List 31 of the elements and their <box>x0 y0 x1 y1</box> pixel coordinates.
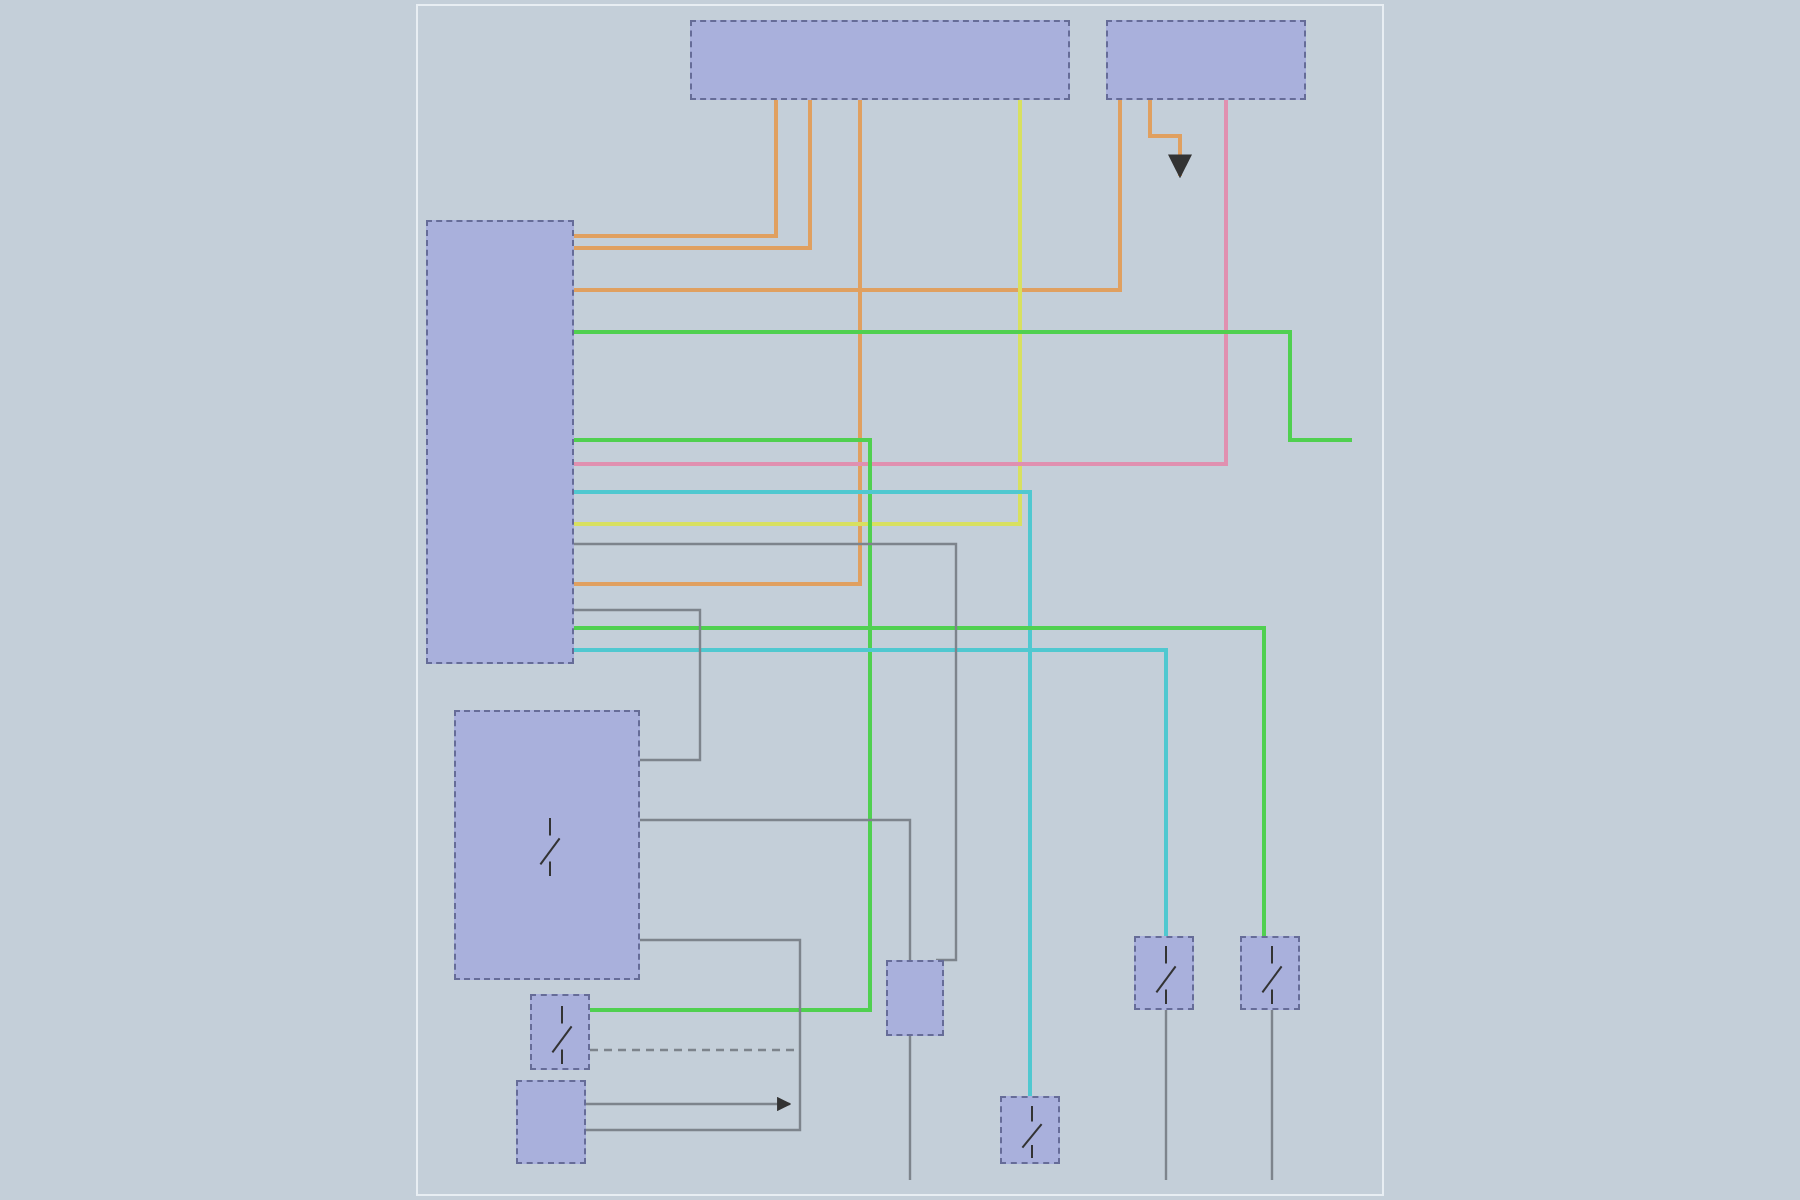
wire <box>574 100 812 250</box>
wire <box>590 1048 800 1052</box>
wire <box>574 608 702 762</box>
component-box <box>886 960 944 1036</box>
wire <box>574 100 778 238</box>
component-box <box>530 994 590 1070</box>
wire <box>574 648 1168 936</box>
wire <box>574 100 1022 526</box>
component-box <box>1134 936 1194 1010</box>
wire <box>1148 100 1192 179</box>
wire <box>586 1096 792 1112</box>
wire <box>1270 1010 1274 1180</box>
wire <box>574 438 872 1012</box>
component-box <box>426 220 574 664</box>
wire <box>574 100 862 586</box>
wire <box>586 938 802 1132</box>
wire <box>574 100 1228 466</box>
wire <box>574 490 1032 1096</box>
wire <box>574 100 1122 292</box>
component-box <box>1240 936 1300 1010</box>
component-box <box>1106 20 1306 100</box>
wire <box>1164 1010 1168 1180</box>
wire <box>908 1036 912 1180</box>
component-box <box>516 1080 586 1164</box>
component-box <box>454 710 640 980</box>
component-box <box>690 20 1070 100</box>
wire <box>574 626 1266 936</box>
component-box <box>1000 1096 1060 1164</box>
wire <box>574 330 1352 442</box>
wire <box>640 818 912 960</box>
wire <box>574 542 958 962</box>
